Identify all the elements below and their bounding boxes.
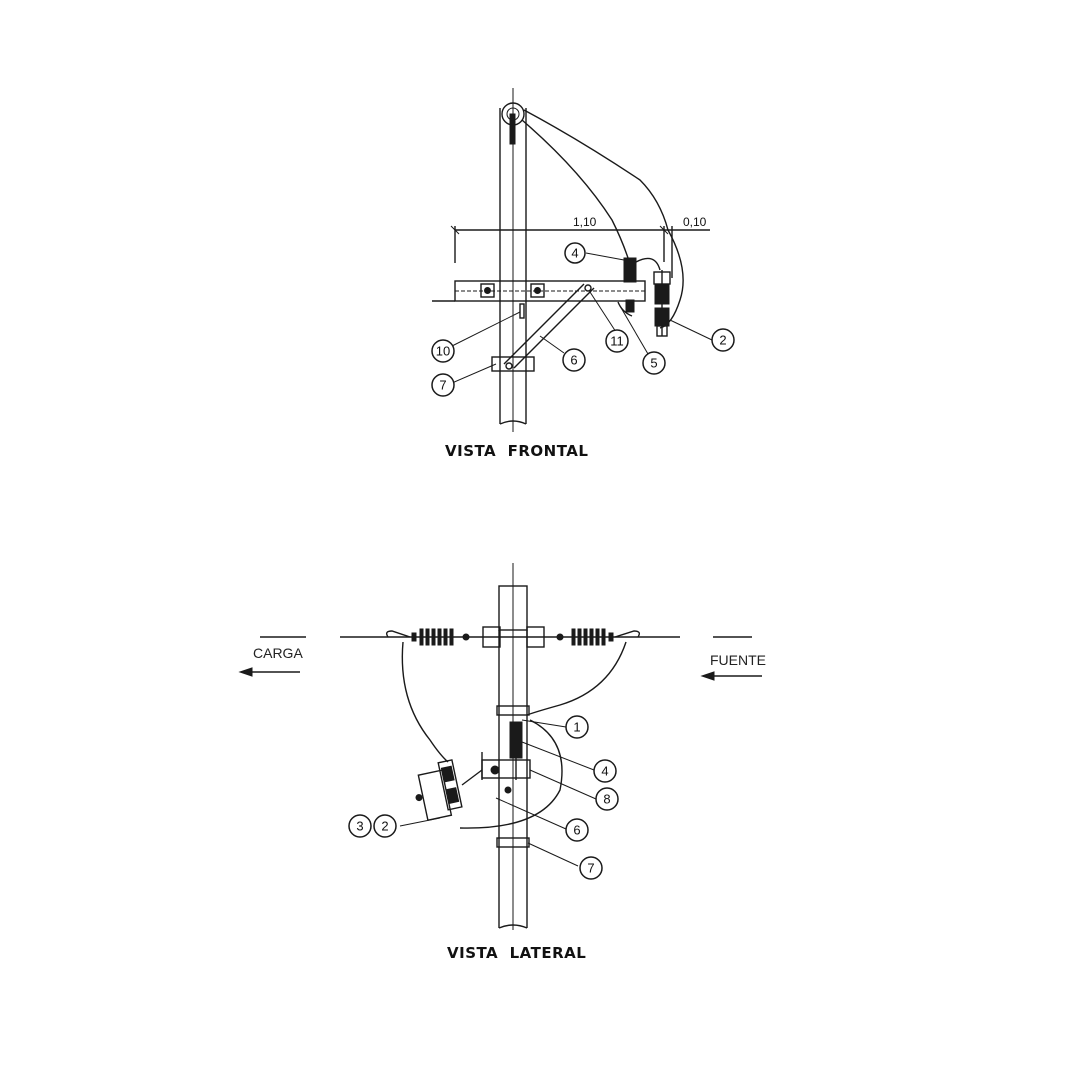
callout-side-1: 1 (565, 715, 589, 739)
arrow-left-icon (238, 667, 253, 677)
svg-text:11: 11 (610, 334, 624, 349)
callout-front-6: 6 (562, 348, 586, 372)
direction-fuente: FUENTE (700, 636, 766, 681)
callout-side-7: 7 (579, 856, 603, 880)
side-view-title: VISTA LATERAL (447, 944, 586, 962)
svg-text:10: 10 (436, 344, 450, 359)
crossarm (432, 280, 646, 302)
mounting-bracket (481, 759, 531, 779)
callout-front-4: 4 (564, 242, 586, 264)
arrow-left-icon (700, 671, 715, 681)
callout-side-3: 3 (348, 814, 372, 838)
svg-text:4: 4 (571, 246, 578, 261)
jumper-wire-left (401, 641, 449, 763)
cutout-fuse (653, 270, 671, 337)
front-leader-lines (451, 252, 713, 384)
crossarm-brace (503, 283, 595, 370)
cutout-fuse-side (415, 759, 463, 822)
jumper-wire-right (526, 641, 627, 716)
ground-loop (459, 719, 563, 829)
callout-front-2: 2 (711, 328, 735, 352)
side-leader-lines (399, 719, 597, 867)
svg-text:6: 6 (573, 823, 580, 838)
pole-top-clamp (501, 102, 525, 145)
callout-front-11: 11 (605, 329, 629, 353)
pole-band (491, 356, 535, 372)
surge-arrester-side (504, 721, 523, 794)
dimension-0-10: 0,10 (683, 215, 707, 229)
svg-text:8: 8 (603, 792, 610, 807)
svg-text:7: 7 (587, 861, 594, 876)
pole-band-lower (496, 837, 530, 848)
arrester-lead (617, 301, 633, 317)
pole-band-upper (496, 705, 530, 716)
conductor-wire-inner (521, 119, 629, 259)
fuente-label: FUENTE (710, 652, 766, 668)
callout-front-10: 10 (431, 339, 455, 363)
direction-carga: CARGA (238, 636, 306, 677)
svg-text:7: 7 (439, 378, 446, 393)
svg-text:4: 4 (601, 764, 608, 779)
dimension-1-10: 1,10 (573, 215, 597, 229)
front-view: 1,10 0,10 (431, 88, 735, 460)
callout-side-6: 6 (565, 818, 589, 842)
svg-text:2: 2 (719, 333, 726, 348)
callout-side-8: 8 (595, 787, 619, 811)
dimension-line: 1,10 0,10 (450, 215, 710, 278)
callout-side-4: 4 (593, 759, 617, 783)
svg-text:6: 6 (570, 353, 577, 368)
callout-side-2: 2 (373, 814, 397, 838)
callout-front-5: 5 (642, 351, 666, 375)
side-view: 1 4 8 6 7 3 2 CARGA (238, 563, 766, 962)
svg-text:2: 2 (381, 819, 388, 834)
svg-text:1: 1 (573, 720, 580, 735)
svg-text:5: 5 (650, 356, 657, 371)
carga-label: CARGA (253, 645, 303, 661)
conductor-wire-outer (523, 109, 684, 329)
callout-front-7: 7 (431, 373, 455, 397)
surge-arrester (623, 257, 661, 313)
carriage-bolt (519, 303, 525, 319)
insulator-string-left (385, 626, 501, 648)
svg-text:3: 3 (356, 819, 363, 834)
insulator-string-right (526, 626, 641, 648)
front-view-title: VISTA FRONTAL (445, 442, 588, 460)
